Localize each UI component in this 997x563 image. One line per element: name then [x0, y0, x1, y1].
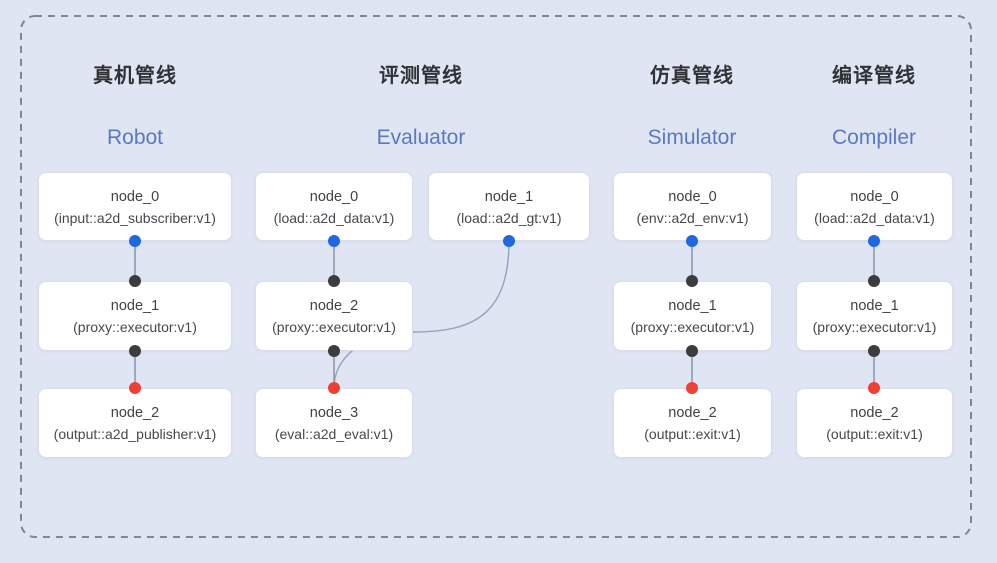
red-port-dot	[129, 382, 141, 394]
red-port-dot	[868, 382, 880, 394]
node-detail: (eval::a2d_eval:v1)	[274, 426, 394, 442]
node-detail: (proxy::executor:v1)	[630, 319, 755, 335]
node-name: node_2	[850, 405, 899, 421]
blue-port-dot	[686, 235, 698, 247]
robot-node-0: node_0 (input::a2d_subscriber:v1)	[38, 172, 232, 241]
node-detail: (load::a2d_data:v1)	[273, 209, 395, 226]
node-name: node_1	[110, 298, 160, 314]
node-name: node_0	[668, 188, 717, 205]
dark-port-dot	[868, 345, 880, 357]
evaluator-node-1: node_1 (load::a2d_gt:v1)	[428, 172, 590, 241]
node-detail: (load::a2d_gt:v1)	[456, 209, 562, 226]
node-detail: (output::a2d_publisher:v1)	[53, 426, 217, 442]
node-detail: (output::exit:v1)	[826, 426, 923, 442]
blue-port-dot	[503, 235, 515, 247]
compiler-node-1: node_1 (proxy::executor:v1)	[796, 281, 953, 351]
node-name: node_0	[110, 188, 160, 205]
pipeline-title-zh-simulator: 仿真管线	[650, 65, 734, 87]
node-name: node_0	[309, 188, 359, 205]
node-detail: (proxy::executor:v1)	[272, 319, 396, 335]
dark-port-dot	[129, 345, 141, 357]
red-port-dot	[328, 382, 340, 394]
node-detail: (proxy::executor:v1)	[812, 319, 937, 335]
node-name: node_2	[110, 405, 160, 421]
blue-port-dot	[328, 235, 340, 247]
simulator-node-0: node_0 (env::a2d_env:v1)	[613, 172, 772, 241]
compiler-node-2: node_2 (output::exit:v1)	[796, 388, 953, 458]
node-name: node_3	[309, 405, 359, 421]
red-port-dot	[686, 382, 698, 394]
blue-port-dot	[868, 235, 880, 247]
blue-port-dot	[129, 235, 141, 247]
wire-eval-gt-to-eval	[333, 240, 510, 389]
dark-port-dot	[686, 275, 698, 287]
node-name: node_0	[850, 188, 899, 205]
node-detail: (env::a2d_env:v1)	[636, 209, 749, 226]
node-detail: (input::a2d_subscriber:v1)	[54, 209, 216, 226]
node-detail: (output::exit:v1)	[644, 426, 741, 442]
dark-port-dot	[129, 275, 141, 287]
simulator-node-2: node_2 (output::exit:v1)	[613, 388, 772, 458]
pipeline-title-en-evaluator: Evaluator	[376, 126, 466, 149]
node-name: node_1	[484, 188, 534, 205]
dark-port-dot	[686, 345, 698, 357]
pipeline-title-en-robot: Robot	[106, 126, 164, 149]
pipeline-title-zh-robot: 真机管线	[93, 65, 177, 87]
node-name: node_2	[668, 405, 717, 421]
simulator-node-1: node_1 (proxy::executor:v1)	[613, 281, 772, 351]
pipeline-title-zh-evaluator: 评测管线	[379, 65, 463, 87]
robot-node-1: node_1 (proxy::executor:v1)	[38, 281, 232, 351]
dark-port-dot	[328, 275, 340, 287]
node-name: node_1	[850, 298, 899, 314]
pipeline-title-zh-compiler: 编译管线	[832, 65, 916, 87]
node-detail: (load::a2d_data:v1)	[814, 209, 935, 226]
node-detail: (proxy::executor:v1)	[73, 319, 197, 335]
evaluator-node-3: node_3 (eval::a2d_eval:v1)	[255, 388, 413, 458]
evaluator-node-0: node_0 (load::a2d_data:v1)	[255, 172, 413, 241]
pipeline-title-en-simulator: Simulator	[647, 126, 737, 149]
node-name: node_2	[309, 298, 359, 314]
compiler-node-0: node_0 (load::a2d_data:v1)	[796, 172, 953, 241]
evaluator-node-2: node_2 (proxy::executor:v1)	[255, 281, 413, 351]
dark-port-dot	[868, 275, 880, 287]
dashed-frame	[20, 15, 972, 538]
pipeline-title-en-compiler: Compiler	[831, 126, 917, 149]
robot-node-2: node_2 (output::a2d_publisher:v1)	[38, 388, 232, 458]
node-name: node_1	[668, 298, 717, 314]
dark-port-dot	[328, 345, 340, 357]
